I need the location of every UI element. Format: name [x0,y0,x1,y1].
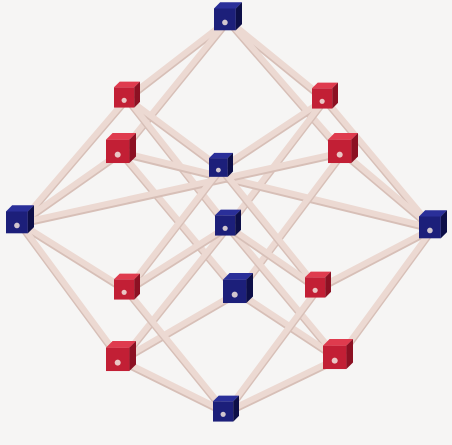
red-cube [328,133,358,163]
red-cube [305,272,331,298]
blue-cube [215,210,241,236]
red-cube [106,133,136,163]
blue-cube [214,2,242,30]
red-cube [114,82,140,108]
blue-cube [209,153,233,177]
red-cube [106,341,136,371]
red-cube [323,339,353,369]
blue-cube [213,396,239,422]
red-cube [114,274,140,300]
blue-cube [6,205,34,233]
blue-cube [223,273,253,303]
blue-cube [419,210,447,238]
red-cube [312,83,338,109]
